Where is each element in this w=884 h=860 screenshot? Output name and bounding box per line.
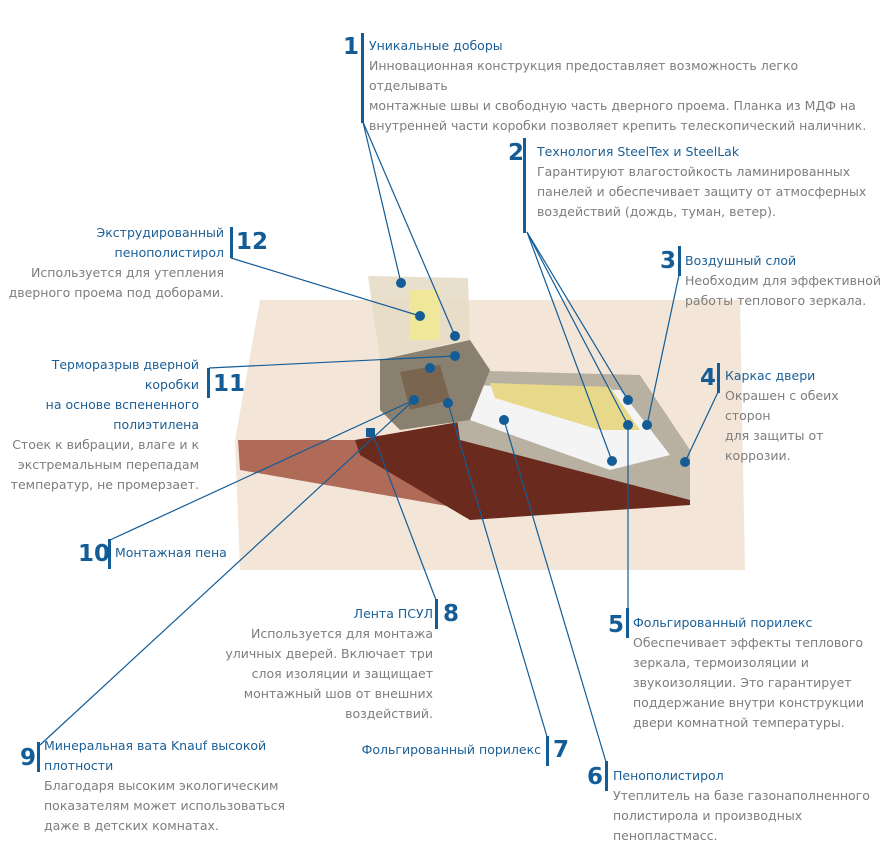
wall-foam-red [238, 440, 470, 510]
callout-7-title: Фольгированный порилекс [361, 742, 541, 757]
callout-9: Минеральная вата Knauf высокой плотности… [44, 736, 304, 836]
callout-7: Фольгированный порилекс [300, 740, 541, 760]
callout-7-number: 7 [553, 737, 570, 763]
callout-11: Терморазрыв дверной коробки на основе вс… [0, 355, 199, 495]
door-leaf-yellow [490, 383, 640, 430]
callout-8-desc-3: слоя изоляции и защищает [251, 666, 433, 681]
callout-12-title-2: пенополистирол [114, 245, 224, 260]
callout-5-bar [626, 608, 629, 638]
callout-11-title-2: на основе вспененного [45, 397, 199, 412]
callout-4-desc-2: для защиты от коррозии. [725, 428, 824, 463]
callout-12-desc-1: Используется для утепления [31, 265, 224, 280]
callout-5: Фольгированный порилекс Обеспечивает эфф… [633, 613, 873, 733]
callout-5-title: Фольгированный порилекс [633, 615, 813, 630]
callout-2-number: 2 [508, 140, 525, 166]
callout-11-title-1: Терморазрыв дверной коробки [51, 357, 199, 392]
callout-10: Монтажная пена [115, 543, 245, 563]
callout-12-title-1: Экструдированный [96, 225, 224, 240]
callout-12-desc-2: дверного проема под доборами. [8, 285, 224, 300]
callout-9-title-2: плотности [44, 758, 114, 773]
callout-5-desc-4: поддержание внутри конструкции [633, 695, 865, 710]
callout-9-title-1: Минеральная вата Knauf высокой [44, 738, 267, 753]
callout-9-desc-1: Благодаря высоким экологическим [44, 778, 279, 793]
callout-6-desc-2: полистирола и производных [613, 808, 803, 823]
callout-9-desc-3: даже в детских комнатах. [44, 818, 219, 833]
callout-1-bar [361, 33, 364, 123]
callout-4-number: 4 [700, 365, 717, 391]
callout-8: Лента ПСУЛ Используется для монтажа улич… [200, 604, 433, 724]
callout-1-title: Уникальные доборы [369, 38, 503, 53]
callout-1-number: 1 [343, 34, 360, 60]
callout-5-desc-3: звукоизоляции. Это гарантирует [633, 675, 852, 690]
callout-6-number: 6 [587, 764, 604, 790]
callout-3: Воздушный слой Необходим для эффективной… [685, 251, 884, 311]
callout-6-desc-1: Утеплитель на базе газонаполненного [613, 788, 870, 803]
callout-9-number: 9 [20, 745, 37, 771]
callout-8-number: 8 [443, 601, 460, 627]
callout-3-title: Воздушный слой [685, 253, 797, 268]
callout-11-desc-1: Стоек к вибрации, влаге и к [12, 437, 199, 452]
callout-2-bar [523, 138, 526, 233]
callout-1-desc-1: Инновационная конструкция предоставляет … [369, 58, 799, 93]
door-frame [355, 420, 690, 520]
callout-5-number: 5 [608, 612, 625, 638]
callout-11-desc-3: температур, не промерзает. [10, 477, 199, 492]
callout-5-desc-1: Обеспечивает эффекты теплового [633, 635, 864, 650]
callout-12-number: 12 [236, 229, 269, 255]
callout-3-bar [678, 246, 681, 276]
callout-8-bar [435, 599, 438, 629]
callout-3-number: 3 [660, 248, 677, 274]
callout-2-desc-3: воздействий (дождь, туман, ветер). [537, 204, 776, 219]
callout-9-bar [37, 742, 40, 772]
callout-4-bar [717, 363, 720, 393]
callout-10-number: 10 [78, 541, 111, 567]
callout-6-desc-3: пенопластмасс. [613, 828, 718, 843]
callout-4-title: Каркас двери [725, 368, 816, 383]
callout-4-desc-1: Окрашен с обеих сторон [725, 388, 839, 423]
callout-12-bar [230, 227, 233, 258]
marker-dots [366, 278, 690, 467]
callout-5-desc-2: зеркала, термоизоляции и [633, 655, 809, 670]
callout-10-title: Монтажная пена [115, 545, 227, 560]
callout-1-desc-2: монтажные швы и свободную часть дверного… [369, 98, 856, 113]
callout-8-desc-5: воздействий. [345, 706, 433, 721]
callout-10-bar [108, 539, 111, 569]
callout-4: Каркас двери Окрашен с обеих сторон для … [725, 366, 884, 466]
callout-8-title: Лента ПСУЛ [353, 606, 433, 621]
callout-3-desc-1: Необходим для эффективной [685, 273, 881, 288]
callout-8-desc-4: монтажный шов от внешних [243, 686, 433, 701]
callout-2-title: Технология SteelTex и SteelLak [537, 144, 740, 159]
callout-5-desc-5: двери комнатной температуры. [633, 715, 845, 730]
callout-2: Технология SteelTex и SteelLak Гарантиру… [537, 142, 867, 222]
callout-6-title: Пенополистирол [613, 768, 724, 783]
callout-2-desc-1: Гарантируют влагостойкость ламинированны… [537, 164, 851, 179]
callout-9-desc-2: показателям может использоваться [44, 798, 286, 813]
callout-11-number: 11 [213, 371, 246, 397]
xps-foam [410, 290, 440, 340]
callout-12: Экструдированный пенополистирол Использу… [0, 223, 224, 303]
callout-11-title-3: полиэтилена [113, 417, 199, 432]
callout-8-desc-1: Используется для монтажа [250, 626, 433, 641]
callout-6: Пенополистирол Утеплитель на базе газона… [613, 766, 873, 846]
callout-7-bar [546, 736, 549, 766]
callout-1-desc-3: внутренней части коробки позволяет крепи… [369, 118, 867, 133]
callout-2-desc-2: панелей и обеспечивает защиту от атмосфе… [537, 184, 867, 199]
callout-1: Уникальные доборы Инновационная конструк… [369, 36, 869, 136]
callout-3-desc-2: работы теплового зеркала. [685, 293, 867, 308]
callout-11-desc-2: экстремальным перепадам [17, 457, 199, 472]
callout-8-desc-2: уличных дверей. Включает три [225, 646, 433, 661]
callout-11-bar [207, 368, 210, 398]
callout-6-bar [605, 761, 608, 791]
leader-lines [39, 121, 720, 763]
